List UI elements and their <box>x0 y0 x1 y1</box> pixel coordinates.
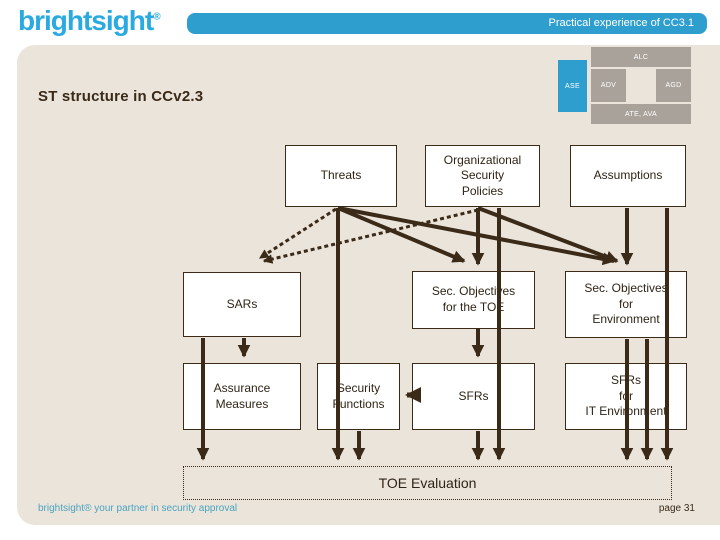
box-sec-objectives-toe: Sec. Objectives for the TOE <box>412 271 535 329</box>
brightsight-logo: brightsight® <box>18 5 161 37</box>
box-assumptions: Assumptions <box>570 145 686 207</box>
box-osp-label: Organizational Security Policies <box>443 152 522 198</box>
box-sfrs-it-environment: SFRs for IT Environment <box>565 363 687 430</box>
box-sec-objectives-environment-label: Sec. Objectives for Environment <box>584 281 668 327</box>
box-assurance-measures: Assurance Measures <box>183 363 301 430</box>
box-security-functions: Security Functions <box>317 363 400 430</box>
box-threats-label: Threats <box>320 168 362 183</box>
page-title: ST structure in CCv2.3 <box>38 88 204 105</box>
box-sfrs-it-environment-label: SFRs for IT Environment <box>585 373 667 419</box>
mini-map-agd-label: AGD <box>665 82 682 89</box>
header-banner: Practical experience of CC3.1 <box>187 13 707 34</box>
box-organizational-security-policies: Organizational Security Policies <box>425 145 540 207</box>
box-toe-evaluation-label: TOE Evaluation <box>378 474 477 491</box>
banner-title: Practical experience of CC3.1 <box>548 17 694 29</box>
mini-map-adv-box: ADV <box>591 69 626 102</box>
mini-map-agd-box: AGD <box>656 69 691 102</box>
mini-map-ate-ava-box: ATE, AVA <box>591 104 691 124</box>
mini-map-ase-box: ASE <box>558 60 587 112</box>
footer-tagline: brightsight® your partner in security ap… <box>38 503 238 514</box>
box-sfrs: SFRs <box>412 363 535 430</box>
box-threats: Threats <box>285 145 397 207</box>
mini-map-alc-label: ALC <box>633 53 649 61</box>
registered-mark-icon: ® <box>153 11 161 23</box>
box-toe-evaluation: TOE Evaluation <box>183 466 672 500</box>
box-assurance-measures-label: Assurance Measures <box>213 380 271 411</box>
mini-map-adv-label: ADV <box>600 82 617 89</box>
mini-map-ate-ava-label: ATE, AVA <box>625 110 657 118</box>
box-assumptions-label: Assumptions <box>593 168 663 183</box>
footer-page-number: page 31 <box>658 503 695 514</box>
mini-map-alc-box: ALC <box>591 47 691 67</box>
box-sfrs-label: SFRs <box>458 388 489 403</box>
box-sars: SARs <box>183 272 301 337</box>
box-sec-objectives-toe-label: Sec. Objectives for the TOE <box>431 284 516 314</box>
box-sec-objectives-environment: Sec. Objectives for Environment <box>565 271 687 338</box>
logo-text: brightsight <box>18 5 154 36</box>
box-security-functions-label: Security Functions <box>332 380 385 411</box>
box-sars-label: SARs <box>226 296 258 311</box>
mini-map-ase-label: ASE <box>565 82 580 90</box>
